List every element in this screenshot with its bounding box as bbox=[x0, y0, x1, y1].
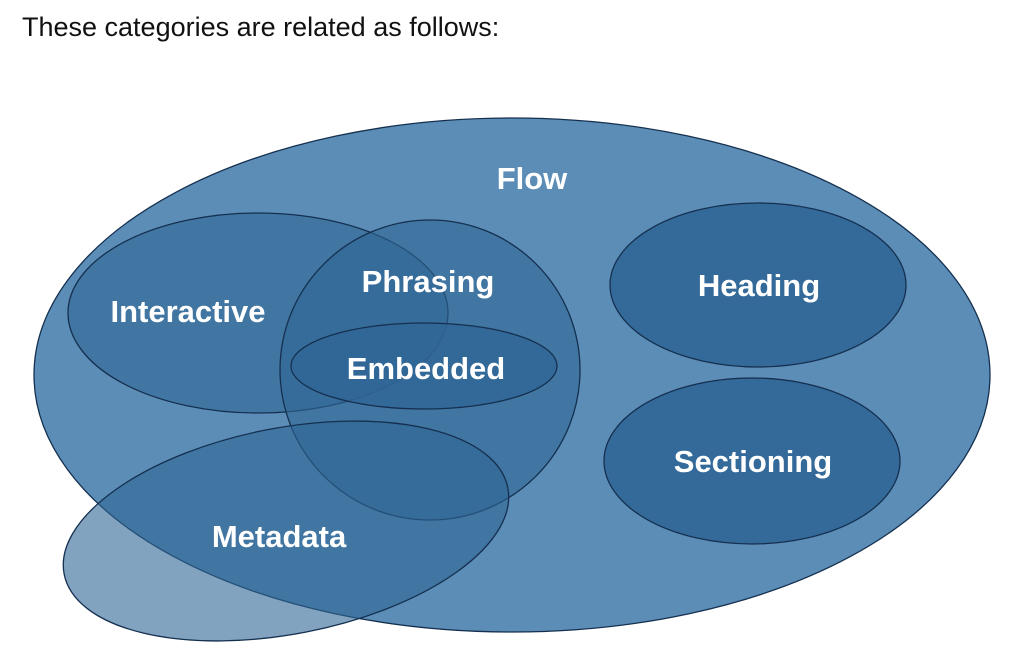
sectioning-label: Sectioning bbox=[674, 444, 832, 479]
interactive-label: Interactive bbox=[110, 294, 265, 329]
metadata-ellipse bbox=[62, 420, 510, 642]
heading-label: Heading bbox=[698, 268, 820, 303]
embedded-ellipse bbox=[290, 322, 558, 410]
phrasing-label: Phrasing bbox=[362, 264, 495, 299]
flow-label: Flow bbox=[497, 161, 568, 196]
heading-ellipse bbox=[609, 202, 907, 368]
embedded-label: Embedded bbox=[347, 351, 505, 386]
sectioning-ellipse bbox=[603, 377, 901, 545]
metadata-label: Metadata bbox=[212, 519, 347, 554]
intro-text: These categories are related as follows: bbox=[22, 12, 500, 42]
